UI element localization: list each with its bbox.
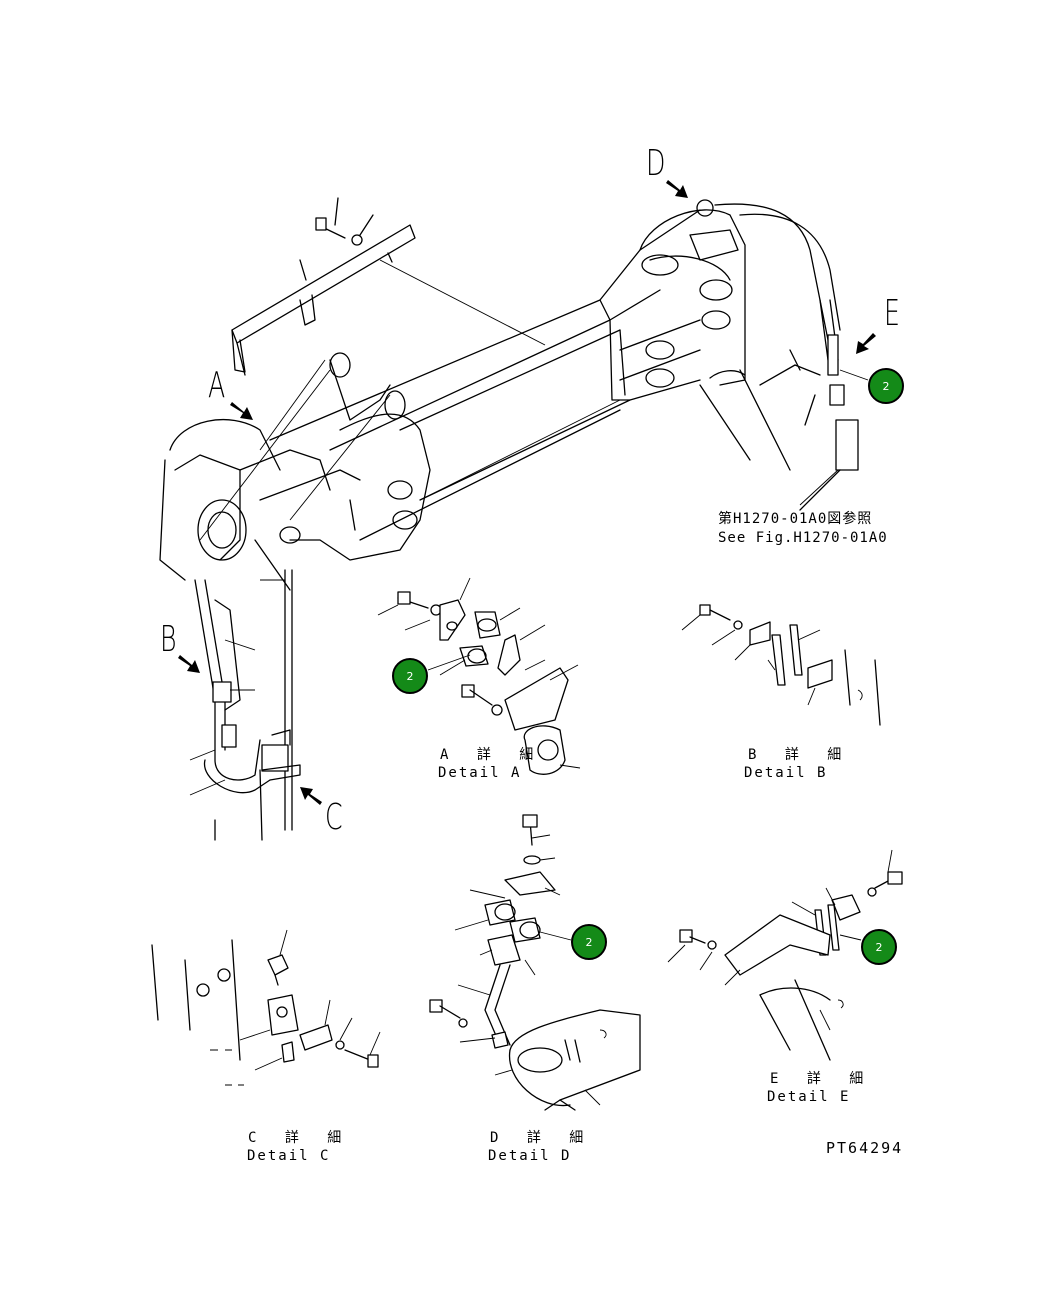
boom-body [159,197,859,841]
detail-a-drawing [377,577,581,775]
view-label-d: D [646,143,666,184]
detail-c-drawing [151,929,381,1086]
view-arrow-a [230,402,253,420]
detail-a-title-en: Detail A [438,765,522,781]
view-label-b: B [160,619,177,660]
view-arrow-c [300,787,322,805]
detail-d-title-jp: D 詳 細 [490,1130,594,1146]
detail-a-title-jp: A 詳 細 [440,747,544,763]
detail-b-title-jp: B 詳 細 [748,747,852,763]
view-label-e: E [884,293,900,334]
view-arrow-b [178,655,200,673]
reference-leader [799,469,839,506]
view-label-c: C [325,797,343,838]
detail-d-title-en: Detail D [488,1148,572,1164]
part-callout-2[interactable]: 2 [861,929,897,965]
part-callout-2[interactable]: 2 [571,924,607,960]
detail-e-title-en: Detail E [767,1089,851,1105]
drawing-number: PT64294 [826,1139,904,1157]
detail-e-title-jp: E 詳 細 [770,1071,874,1087]
detail-b-drawing [681,604,881,726]
detail-d-drawing [429,814,641,1111]
detail-c-title-en: Detail C [247,1148,331,1164]
part-callout-2[interactable]: 2 [868,368,904,404]
detail-c-title-jp: C 詳 細 [248,1130,352,1146]
detail-e-drawing [667,849,903,1061]
view-arrow-d [666,180,688,198]
part-callout-2[interactable]: 2 [392,658,428,694]
detail-b-title-en: Detail B [744,765,828,781]
reference-label-en: See Fig.H1270-01A0 [718,530,888,546]
reference-label-jp: 第H1270-01A0図参照 [718,511,873,527]
view-arrow-e [856,333,876,354]
view-label-a: A [208,365,226,406]
